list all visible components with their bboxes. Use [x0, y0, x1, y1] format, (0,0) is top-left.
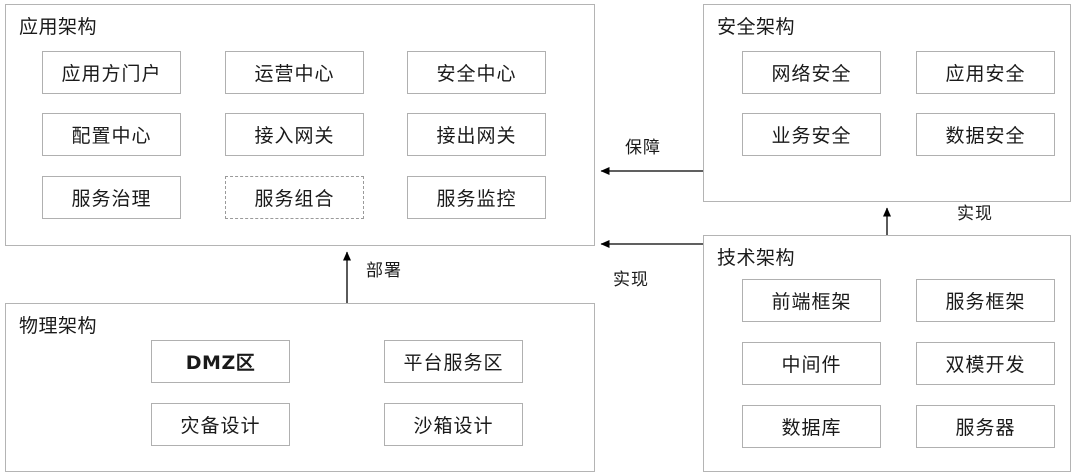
node-frontend-framework[interactable]: 前端框架 — [742, 279, 881, 322]
node-ingress-gateway[interactable]: 接入网关 — [225, 113, 364, 156]
node-application-security[interactable]: 应用安全 — [916, 51, 1055, 94]
node-egress-gateway[interactable]: 接出网关 — [407, 113, 546, 156]
node-sandbox-design[interactable]: 沙箱设计 — [384, 403, 523, 446]
node-application-portal[interactable]: 应用方门户 — [42, 51, 181, 94]
node-service-framework[interactable]: 服务框架 — [916, 279, 1055, 322]
node-business-security[interactable]: 业务安全 — [742, 113, 881, 156]
connector-label-security-to-application: 保障 — [625, 138, 661, 158]
node-dual-mode-development[interactable]: 双模开发 — [916, 342, 1055, 385]
group-physical-architecture[interactable]: 物理架构 DMZ区 平台服务区 灾备设计 沙箱设计 — [5, 303, 595, 472]
group-title-physical: 物理架构 — [19, 315, 98, 337]
group-technical-architecture[interactable]: 技术架构 前端框架 服务框架 中间件 双模开发 数据库 服务器 — [703, 235, 1071, 472]
group-title-application: 应用架构 — [19, 16, 98, 38]
node-operation-center[interactable]: 运营中心 — [225, 51, 364, 94]
connector-label-technical-to-application: 实现 — [613, 270, 649, 290]
connector-label-technical-to-security: 实现 — [957, 204, 993, 224]
node-disaster-recovery-design[interactable]: 灾备设计 — [151, 403, 290, 446]
node-config-center[interactable]: 配置中心 — [42, 113, 181, 156]
group-title-security: 安全架构 — [717, 16, 796, 38]
node-service-governance[interactable]: 服务治理 — [42, 176, 181, 219]
node-platform-service-zone[interactable]: 平台服务区 — [384, 340, 523, 383]
node-network-security[interactable]: 网络安全 — [742, 51, 881, 94]
node-database[interactable]: 数据库 — [742, 405, 881, 448]
node-service-monitoring[interactable]: 服务监控 — [407, 176, 546, 219]
node-security-center[interactable]: 安全中心 — [407, 51, 546, 94]
node-server[interactable]: 服务器 — [916, 405, 1055, 448]
node-service-composition[interactable]: 服务组合 — [225, 176, 364, 219]
node-dmz-zone[interactable]: DMZ区 — [151, 340, 290, 383]
group-application-architecture[interactable]: 应用架构 应用方门户 运营中心 安全中心 配置中心 接入网关 接出网关 服务治理… — [5, 4, 595, 246]
node-data-security[interactable]: 数据安全 — [916, 113, 1055, 156]
node-middleware[interactable]: 中间件 — [742, 342, 881, 385]
connector-label-physical-to-application: 部署 — [366, 261, 402, 281]
group-title-technical: 技术架构 — [717, 247, 796, 269]
group-security-architecture[interactable]: 安全架构 网络安全 应用安全 业务安全 数据安全 — [703, 4, 1071, 202]
